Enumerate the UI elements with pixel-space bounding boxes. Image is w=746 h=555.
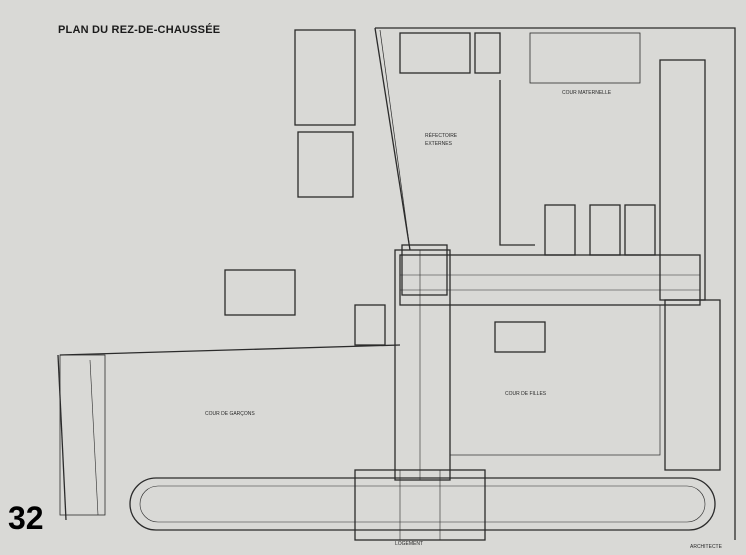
diagonal-wall-inner xyxy=(379,29,411,251)
central-top-room xyxy=(401,244,448,296)
detail-top-lower xyxy=(297,131,354,198)
central-wing xyxy=(394,249,451,481)
top-right-room xyxy=(529,32,641,84)
stall-2 xyxy=(589,204,621,256)
top-room-small xyxy=(474,32,501,74)
label-cour-maternelle: COUR MATERNELLE xyxy=(562,90,612,96)
central-corridor xyxy=(399,254,701,306)
detail-mid-left xyxy=(224,269,296,316)
diagonal-wall xyxy=(374,27,411,251)
label-bottom-center: LOGEMENT xyxy=(395,541,423,547)
label-cour-filles: COUR DE FILLES xyxy=(505,391,547,397)
room-labels: RÉFECTOIRE EXTERNES COUR MATERNELLE COUR… xyxy=(205,90,723,550)
detail-mid-small xyxy=(354,304,386,346)
left-wing xyxy=(59,354,106,516)
outer-wall-top-right xyxy=(375,27,736,540)
stall-1 xyxy=(544,204,576,256)
page-number: 32 xyxy=(8,500,44,536)
right-wing-upper xyxy=(659,59,706,301)
label-externes: EXTERNES xyxy=(425,141,453,147)
central-courtyard xyxy=(449,304,661,456)
detail-top-upper xyxy=(294,29,356,126)
label-architect: ARCHITECTE xyxy=(690,544,723,550)
left-courtyard-west-wall xyxy=(57,354,67,521)
bottom-wing xyxy=(129,477,716,531)
label-refectory: RÉFECTOIRE xyxy=(425,132,458,139)
inner-wall-dining xyxy=(499,80,535,246)
bottom-central-block xyxy=(354,469,486,541)
plan-lines xyxy=(57,27,736,541)
plan-title: PLAN DU REZ-DE-CHAUSSÉE xyxy=(58,24,221,36)
top-sanitary-block xyxy=(399,32,471,74)
right-wing-lower xyxy=(664,299,721,471)
bottom-wing-inner xyxy=(139,485,706,523)
left-courtyard-top-wall xyxy=(59,344,401,356)
left-wing-divider xyxy=(89,359,99,516)
stall-3 xyxy=(624,204,656,256)
courtyard-kiosk xyxy=(494,321,546,353)
label-cour-garcons: COUR DE GARÇONS xyxy=(205,411,255,417)
